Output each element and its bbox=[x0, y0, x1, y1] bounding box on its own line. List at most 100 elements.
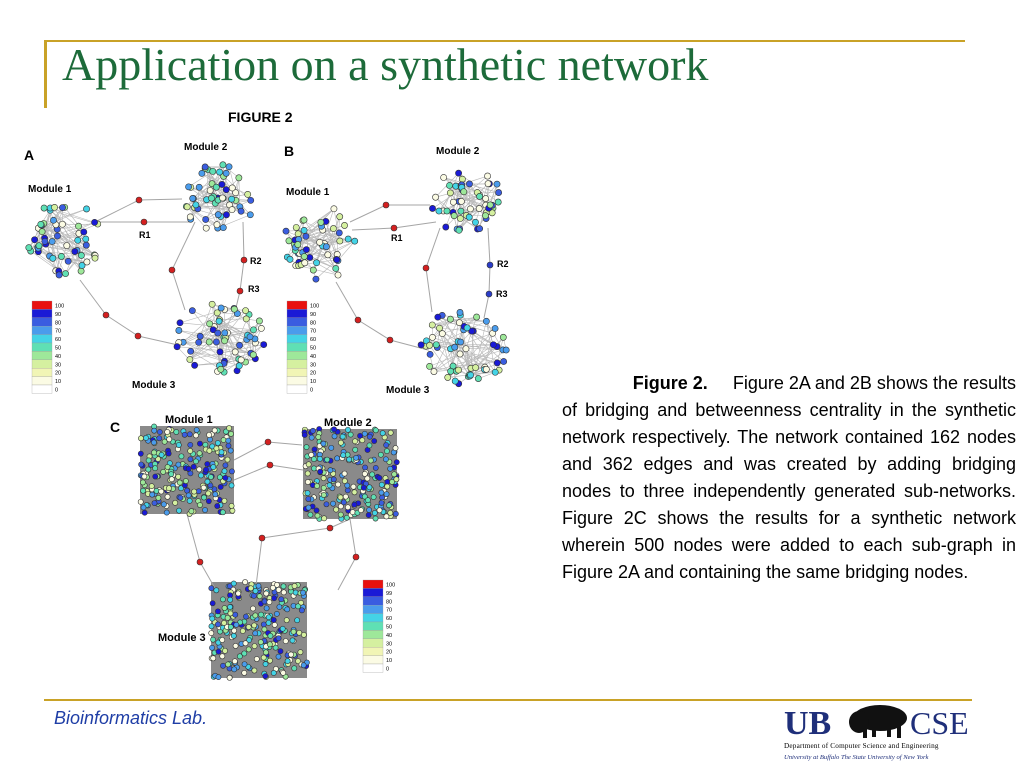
panel-c-module-1-node bbox=[220, 437, 227, 443]
footer-lab-name: Bioinformatics Lab. bbox=[54, 708, 208, 728]
panel-c-module-2-node bbox=[361, 430, 368, 437]
panel-c-module-3-node bbox=[300, 631, 307, 638]
panel-c-module-2-node bbox=[334, 455, 341, 462]
panel-b-module-1-node bbox=[317, 218, 325, 226]
panel-c-module-1-node bbox=[204, 478, 211, 485]
panel-c-module-2-node bbox=[346, 456, 353, 463]
panel-c-module-2-node bbox=[331, 433, 338, 440]
panel-c-module-1-node bbox=[138, 435, 144, 442]
panel-c-module-3-node bbox=[294, 617, 301, 624]
panel-a-module-2-node bbox=[222, 169, 230, 177]
panel-c-module-2-node bbox=[320, 484, 327, 491]
panel-c-module-3-node bbox=[219, 637, 226, 643]
panel-c-module-3-node bbox=[280, 589, 287, 596]
panel-c-module-2-node bbox=[307, 511, 314, 518]
panel-c-module-2-node bbox=[323, 501, 330, 508]
panel-b-module-1-node bbox=[332, 265, 340, 272]
panel-c-module-3-node bbox=[262, 673, 269, 680]
panel-c-module-3-node bbox=[252, 612, 259, 619]
panel-b-module-2-node bbox=[458, 175, 466, 183]
panel-c-module-2-node bbox=[338, 439, 344, 446]
panel-c-module-3-node bbox=[209, 600, 216, 607]
panel-c-module-3-node bbox=[251, 667, 258, 674]
panel-b-legend-swatch bbox=[286, 326, 308, 335]
panel-c-module-3-node bbox=[263, 590, 270, 597]
panel-c-module-2-label: Module 2 bbox=[324, 417, 372, 429]
panel-c-module-3-node bbox=[242, 579, 249, 585]
panel-c-module-1-node bbox=[175, 442, 182, 448]
panel-c-module-3-node bbox=[215, 648, 222, 655]
panel-b-module-3-label: Module 3 bbox=[386, 385, 430, 396]
panel-c-legend-tick: 60 bbox=[386, 616, 392, 622]
panel-c-module-2-node bbox=[340, 452, 347, 459]
panel-c-legend-swatch bbox=[362, 588, 384, 597]
panel-c-module-3-node bbox=[239, 628, 246, 634]
panel-c-module-3-node bbox=[275, 653, 282, 660]
panel-c-module-3-node bbox=[209, 615, 216, 622]
panel-c-module-3-node bbox=[277, 648, 284, 655]
panel-a-module-3-node bbox=[237, 356, 245, 364]
panel-c-module-3-node bbox=[232, 611, 239, 618]
panel-a-legend-tick: 70 bbox=[55, 329, 61, 335]
panel-a-module-1-label: Module 1 bbox=[28, 184, 72, 195]
panel-b-legend-swatch bbox=[286, 359, 308, 369]
panel-c-module-3-node bbox=[245, 624, 252, 630]
panel-c-module-2-node bbox=[350, 483, 357, 490]
panel-c-legend-tick: 50 bbox=[386, 625, 392, 631]
panel-c-module-3-node bbox=[270, 670, 277, 676]
panel-b-module-3-node bbox=[428, 321, 436, 329]
panel-c-module-3-node bbox=[210, 636, 216, 643]
panel-c-legend-tick: 30 bbox=[386, 641, 392, 647]
panel-c-module-3-node bbox=[278, 596, 285, 603]
panel-c-module-3-node bbox=[227, 610, 234, 617]
panel-c-module-3-node bbox=[275, 635, 282, 642]
panel-b-legend-swatch bbox=[286, 300, 308, 310]
panel-a-module-1-node bbox=[58, 220, 66, 228]
panel-c-module-2-node bbox=[308, 434, 315, 441]
panel-a-module-3-node bbox=[235, 362, 243, 370]
panel-a-module-2-node bbox=[214, 211, 222, 219]
panel-c-module-2-node bbox=[361, 493, 368, 500]
panel-c-module-1-node bbox=[153, 488, 160, 494]
panel-c-module-3-node bbox=[242, 640, 249, 647]
ub-logo-mark: UB bbox=[784, 705, 831, 742]
panel-c-module-2-node bbox=[344, 504, 351, 511]
panel-c-module-2-node bbox=[392, 510, 399, 517]
panel-b-module-3-node bbox=[447, 367, 455, 375]
panel-c-legend-tick: 10 bbox=[386, 658, 392, 664]
panel-c-module-1-node bbox=[152, 473, 159, 480]
panel-c-module-3-node bbox=[276, 604, 283, 610]
panel-c-module-3-node bbox=[283, 617, 290, 624]
panel-c-module-2-node bbox=[335, 481, 341, 488]
panel-a-module-1-node bbox=[64, 257, 72, 265]
panel-c-module-2-node bbox=[337, 503, 344, 510]
panel-c-module-1-node bbox=[229, 468, 235, 475]
panel-c-module-1-node bbox=[210, 464, 217, 470]
panel-c-module-1-node bbox=[201, 494, 207, 501]
panel-c-legend-swatch bbox=[362, 579, 384, 589]
panel-b-module-2-node bbox=[440, 174, 448, 181]
panel-a-module-3-node bbox=[205, 338, 213, 346]
panel-b-module-3-node bbox=[426, 341, 434, 349]
panel-b-lower-bridge-node bbox=[386, 336, 394, 344]
panel-a-module-3-node bbox=[206, 320, 214, 328]
panel-c-module-2-node bbox=[308, 452, 315, 458]
panel-b-module-2-node bbox=[484, 172, 491, 180]
panel-c-module-1-node bbox=[197, 440, 203, 447]
color-legends: 1009080706050403020100100908070605040302… bbox=[31, 300, 395, 673]
panel-c-module-2-node bbox=[361, 471, 368, 477]
panel-c-module-1-node bbox=[151, 427, 158, 434]
panel-b-module-3-node bbox=[491, 325, 499, 332]
slide-title: Application on a synthetic network bbox=[62, 39, 709, 90]
figure-2-image: FIGURE 2 A Module 1 Module 2 Module 3 R1… bbox=[24, 109, 510, 681]
panel-b-legend-swatch bbox=[286, 351, 308, 360]
panel-c-module-1-node bbox=[178, 453, 185, 460]
panel-c-module-1-node bbox=[164, 464, 171, 470]
panel-b-r1-path-bridge-node bbox=[382, 201, 390, 209]
panel-b-module-2-node bbox=[476, 193, 483, 200]
panel-c-module-2-node bbox=[377, 451, 384, 458]
panel-b-module-2-node bbox=[455, 169, 462, 177]
panel-b-module-3-node bbox=[502, 346, 510, 354]
panel-c-module-1-node bbox=[225, 442, 232, 449]
panel-a-legend-tick: 40 bbox=[55, 354, 61, 360]
